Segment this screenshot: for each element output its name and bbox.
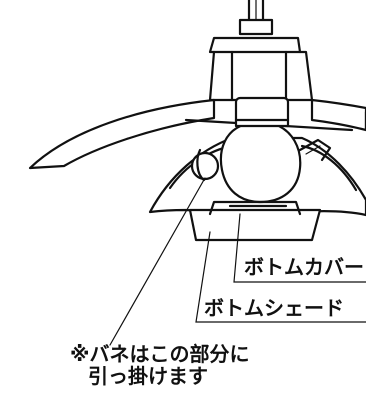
spring-hook-spot bbox=[190, 148, 220, 182]
leader-lines bbox=[109, 177, 366, 346]
spring-note: ※バネはこの部分に 引っ掛けます bbox=[70, 343, 249, 387]
top-shade bbox=[28, 98, 366, 170]
label-bottom-cover: ボトムカバー bbox=[244, 255, 364, 279]
note-line-1: ※バネはこの部分に bbox=[70, 342, 250, 366]
label-bottom-shade: ボトムシェード bbox=[204, 296, 344, 320]
power-cord bbox=[238, 0, 274, 36]
light-bulb bbox=[219, 96, 302, 204]
socket-housing bbox=[208, 36, 314, 102]
spring-clip bbox=[298, 138, 332, 162]
bottom-cover bbox=[188, 200, 322, 242]
note-line-2: 引っ掛けます bbox=[88, 364, 208, 388]
